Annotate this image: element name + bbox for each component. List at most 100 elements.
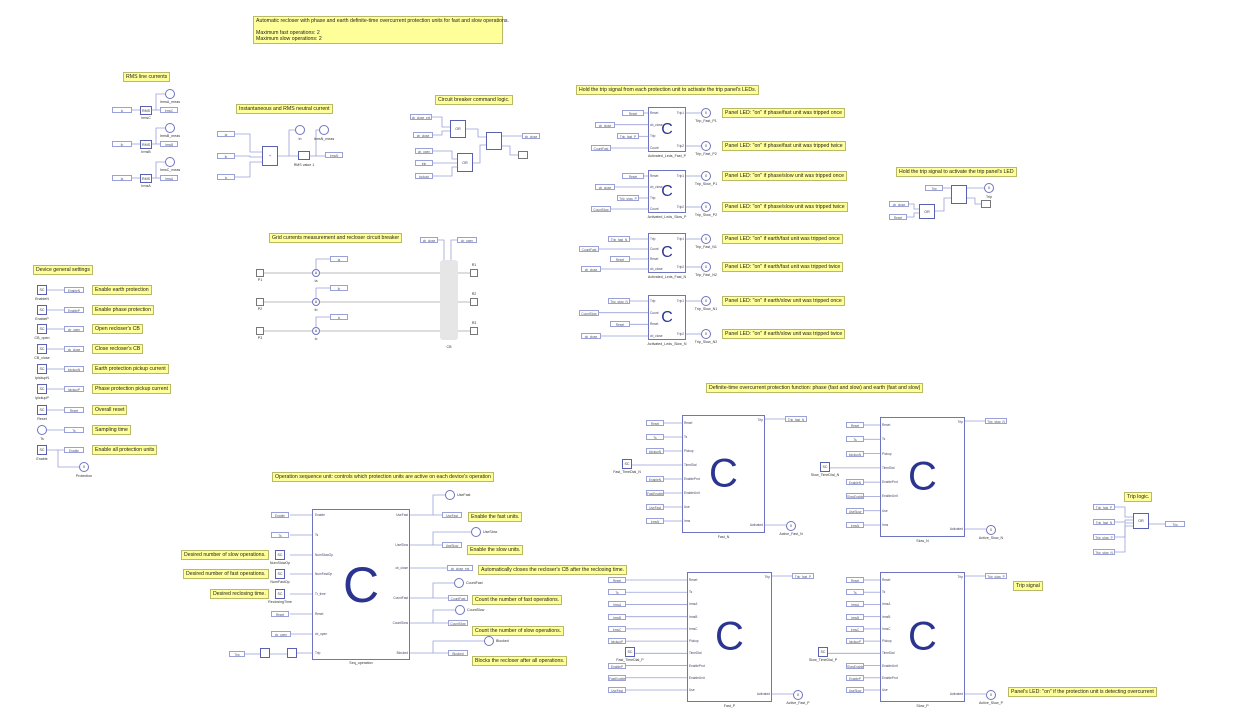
constant-block[interactable]: SC	[818, 647, 828, 658]
led-indicator-icon[interactable]	[471, 527, 481, 537]
led-indicator-icon[interactable]: 0	[701, 262, 711, 272]
signal-tag[interactable]: CountFast	[591, 145, 611, 151]
signal-tag[interactable]: IrmsB	[608, 613, 626, 620]
signal-tag[interactable]: IpickupP	[608, 638, 626, 645]
signal-tag[interactable]: CountSlow	[591, 206, 611, 212]
or-block[interactable]: OR	[919, 204, 935, 219]
sequence-operation-block[interactable]: C	[312, 509, 410, 660]
signal-tag[interactable]: cb_open	[64, 326, 84, 332]
signal-tag[interactable]: Reset	[889, 214, 907, 220]
led-indicator-icon[interactable]	[295, 125, 305, 135]
led-indicator-icon[interactable]	[484, 636, 494, 646]
signal-tag[interactable]: trip	[415, 160, 433, 166]
signal-tag[interactable]: IpickupN	[64, 366, 84, 372]
signal-tag[interactable]: Reset	[622, 110, 644, 116]
signal-tag[interactable]: IpickupP	[64, 386, 84, 392]
hold-block[interactable]	[260, 648, 270, 658]
signal-tag[interactable]: IrmsC	[160, 107, 178, 113]
signal-tag[interactable]: Reset	[646, 420, 664, 426]
signal-tag[interactable]: Ia	[217, 131, 235, 137]
signal-tag[interactable]: SlowEnable	[846, 662, 864, 669]
signal-tag[interactable]: UseFast	[442, 512, 462, 518]
protection-unit-fast-p[interactable]: C	[687, 572, 772, 702]
signal-tag[interactable]: cb_close	[581, 333, 601, 339]
led-indicator-icon[interactable]: 0	[701, 296, 711, 306]
constant-block[interactable]: SC	[37, 324, 47, 334]
signal-tag[interactable]: IrmsN	[646, 518, 664, 524]
signal-tag[interactable]: Reset	[271, 611, 289, 617]
signal-tag[interactable]: cb_open	[271, 631, 291, 637]
signal-tag[interactable]: UseFast	[608, 687, 626, 693]
clock-icon[interactable]	[37, 425, 47, 435]
signal-tag[interactable]: cb_close	[522, 133, 540, 139]
or-block[interactable]: OR	[457, 153, 473, 172]
led-indicator-icon[interactable]: 0	[984, 183, 994, 193]
constant-block[interactable]: SC	[275, 550, 285, 560]
signal-tag[interactable]: CountSlow	[448, 620, 468, 626]
signal-tag[interactable]: Ic	[112, 107, 132, 113]
signal-tag[interactable]: EnableP	[64, 307, 84, 313]
constant-block[interactable]: SC	[37, 405, 47, 415]
signal-tag[interactable]: Reset	[64, 407, 84, 413]
signal-tag[interactable]: Trip_fast_P	[617, 133, 639, 140]
signal-tag[interactable]: SlowEnable	[846, 493, 864, 500]
led-indicator-icon[interactable]	[455, 605, 465, 615]
led-indicator-icon[interactable]	[445, 490, 455, 500]
signal-tag[interactable]: IrmsA	[846, 601, 864, 608]
ammeter-icon[interactable]: A	[312, 269, 320, 277]
protection-unit-slow-n[interactable]: C	[880, 417, 965, 537]
signal-tag[interactable]: Trip_slow_N	[608, 298, 630, 304]
constant-block[interactable]: SC	[37, 344, 47, 354]
signal-tag[interactable]: UseSlow	[846, 687, 864, 693]
constant-block[interactable]: SC	[37, 364, 47, 374]
protection-unit-slow-p[interactable]: C	[880, 572, 965, 702]
led-indicator-icon[interactable]: 0	[793, 690, 803, 700]
signal-tag[interactable]: Trip_fast_N	[1093, 519, 1115, 525]
signal-tag[interactable]: IpickupN	[846, 450, 864, 457]
signal-tag[interactable]: Ts	[846, 589, 864, 596]
scope-icon[interactable]	[981, 200, 991, 208]
sr-flipflop-block[interactable]	[951, 185, 967, 204]
signal-tag[interactable]: Ia	[330, 256, 348, 262]
rms-block[interactable]: RMS	[140, 174, 152, 183]
signal-tag[interactable]: IrmsC	[608, 625, 626, 632]
signal-tag[interactable]: Ib	[112, 141, 132, 147]
constant-block[interactable]: SC	[37, 445, 47, 455]
signal-tag[interactable]: cb_close	[413, 132, 433, 138]
signal-tag[interactable]: IrmsC	[846, 625, 864, 632]
signal-tag[interactable]: IpickupP	[846, 638, 864, 645]
signal-tag[interactable]: Trip_fast_P	[792, 573, 814, 579]
or-block[interactable]: OR	[1133, 513, 1149, 529]
rms-block[interactable]: RMS	[140, 106, 152, 115]
signal-tag[interactable]: IrmsB	[846, 613, 864, 620]
input-port-icon[interactable]	[256, 327, 264, 335]
circuit-breaker-block[interactable]	[440, 260, 458, 340]
signal-tag[interactable]: Ts	[608, 589, 626, 596]
signal-tag[interactable]: Trip_slow_P	[985, 573, 1007, 579]
led-indicator-icon[interactable]	[165, 123, 175, 133]
activated-leds-block[interactable]: C	[648, 107, 686, 152]
signal-tag[interactable]: IrmsN	[325, 152, 343, 158]
signal-tag[interactable]: Trip_fast_P	[1093, 504, 1115, 510]
rms-block[interactable]: RMS	[140, 140, 152, 149]
signal-tag[interactable]: Ic	[330, 314, 348, 320]
signal-tag[interactable]: CountFast	[448, 595, 468, 601]
signal-tag[interactable]: Ts	[846, 436, 864, 443]
signal-tag[interactable]: EnableN	[646, 476, 664, 482]
constant-block[interactable]: SC	[622, 459, 632, 469]
signal-tag[interactable]: Trip_slow_N	[1093, 549, 1115, 555]
rms-block[interactable]	[298, 151, 310, 160]
input-port-icon[interactable]	[256, 269, 264, 277]
led-indicator-icon[interactable]: 0	[986, 525, 996, 535]
constant-block[interactable]: SC	[625, 647, 635, 658]
signal-tag[interactable]: EnableP	[608, 662, 626, 669]
signal-tag[interactable]: cb_open	[457, 237, 477, 243]
edge-detect-block[interactable]	[287, 648, 297, 658]
input-port-icon[interactable]	[256, 298, 264, 306]
signal-tag[interactable]: CountSlow	[579, 309, 599, 316]
signal-tag[interactable]: FastEnable	[608, 674, 626, 681]
signal-tag[interactable]: Trip_slow_N	[985, 418, 1007, 424]
signal-tag[interactable]: Ib	[217, 153, 235, 159]
signal-tag[interactable]: Reset	[610, 321, 630, 328]
signal-tag[interactable]: Reset	[622, 173, 644, 179]
